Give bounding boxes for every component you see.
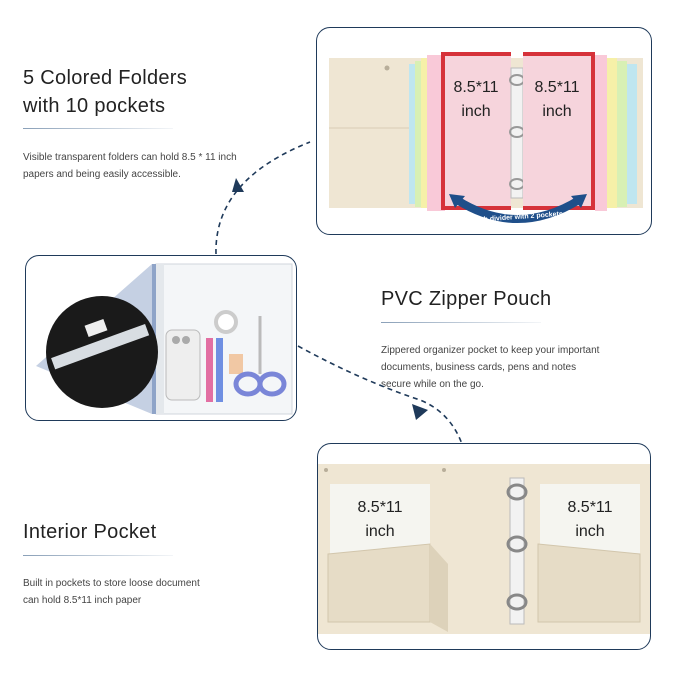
interior-right-size: 8.5*11 <box>567 499 613 516</box>
folders-left-size-label: 8.5*11 inch <box>443 76 509 124</box>
interior-title: Interior Pocket <box>23 521 157 543</box>
interior-left-size: 8.5*11 <box>357 499 403 516</box>
interior-description-line1: Built in pockets to store loose document <box>23 578 200 589</box>
interior-left-unit: inch <box>365 523 395 540</box>
pouch-description-line3: secure while on the go. <box>381 379 484 390</box>
folders-right-unit: inch <box>542 103 572 120</box>
interior-binder-illustration <box>318 464 650 634</box>
pouch-illustration <box>36 263 293 415</box>
interior-description: Built in pockets to store loose document… <box>23 575 293 609</box>
folders-image-panel: 8.5*11 inch 8.5*11 inch Each divider wit… <box>316 27 652 235</box>
folders-left-size: 8.5*11 <box>453 79 499 96</box>
pouch-description-line2: documents, business cards, pens and note… <box>381 362 577 373</box>
folders-title-line2: with 10 pockets <box>23 95 166 117</box>
pouch-image-panel <box>25 255 297 421</box>
interior-right-size-label: 8.5*11 inch <box>542 496 638 544</box>
interior-description-line2: can hold 8.5*11 inch paper <box>23 595 142 606</box>
interior-divider <box>23 555 173 556</box>
folders-title-line1: 5 Colored Folders <box>23 67 188 89</box>
pouch-description: Zippered organizer pocket to keep your i… <box>381 342 651 393</box>
folders-left-unit: inch <box>461 103 491 120</box>
pouch-divider <box>381 322 541 323</box>
connector-arrowhead-bottom <box>412 404 428 420</box>
folders-title: 5 Colored Folders with 10 pockets <box>23 64 187 120</box>
pouch-description-line1: Zippered organizer pocket to keep your i… <box>381 345 600 356</box>
pouch-title: PVC Zipper Pouch <box>381 288 552 310</box>
folders-right-size: 8.5*11 <box>534 79 580 96</box>
folders-right-size-label: 8.5*11 inch <box>523 76 591 124</box>
folders-divider <box>23 128 173 129</box>
interior-image-panel: 8.5*11 inch 8.5*11 inch <box>317 443 651 650</box>
folders-description: Visible transparent folders can hold 8.5… <box>23 149 293 183</box>
folders-binder-illustration <box>329 52 643 223</box>
interior-right-unit: inch <box>575 523 605 540</box>
folders-description-line1: Visible transparent folders can hold 8.5… <box>23 152 237 163</box>
folders-description-line2: papers and being easily accessible. <box>23 169 181 180</box>
interior-left-size-label: 8.5*11 inch <box>332 496 428 544</box>
